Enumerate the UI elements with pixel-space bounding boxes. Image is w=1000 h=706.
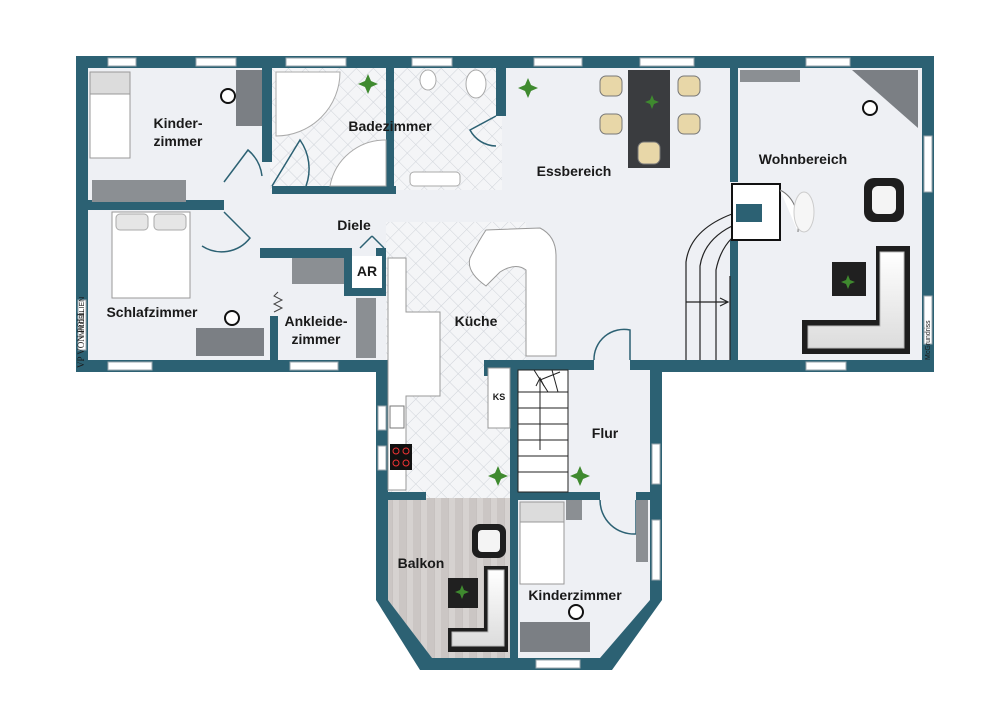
label-ankleidezimmer-line1: Ankleide- [284,313,347,329]
credit-mcgrundriss: McGrundriss [925,320,932,360]
label-schlafzimmer: Schlafzimmer [106,304,198,320]
label-wohnbereich: Wohnbereich [759,151,847,167]
corner-bath [275,71,341,137]
label-ankleidezimmer-line2: zimmer [291,331,341,347]
plant-icon [841,275,855,289]
kitchen-island [468,227,557,357]
label-kinderzimmer-2: Kinderzimmer [528,587,622,603]
fridge [487,367,511,429]
plants [358,74,855,599]
label-kinderzimmer-1-line2: zimmer [153,133,203,149]
label-kinderzimmer-1-line1: Kinder- [154,115,203,131]
cooktop [390,444,412,470]
label-flur: Flur [592,425,619,441]
logo-von-poll: VP VON POLL [76,310,86,368]
plant-icon [455,585,469,599]
windows [77,57,933,669]
label-diele: Diele [337,217,371,233]
plant-icon [645,95,659,109]
staircase-main [685,213,733,360]
staircase-flur [517,369,569,493]
branding: VP VON POLL IMMOBILIEN McGrundriss [76,297,932,368]
furniture [89,69,918,652]
label-kueche: Küche [455,313,498,329]
label-ks: KS [493,392,506,402]
wardrobe [92,180,186,202]
ar-box [352,256,382,288]
label-essbereich: Essbereich [537,163,612,179]
label-badezimmer: Badezimmer [348,118,432,134]
plant-icon [488,466,508,486]
logo-sub: IMMOBILIEN [79,297,86,338]
plant-icon [358,74,378,94]
doors [201,115,637,535]
label-balkon: Balkon [398,555,445,571]
label-ar: AR [357,263,377,279]
shower [329,139,387,187]
plant-icon [518,78,538,98]
room-labels: Kinder- zimmer Badezimmer Essbereich Woh… [106,115,847,603]
plant-icon [570,466,590,486]
